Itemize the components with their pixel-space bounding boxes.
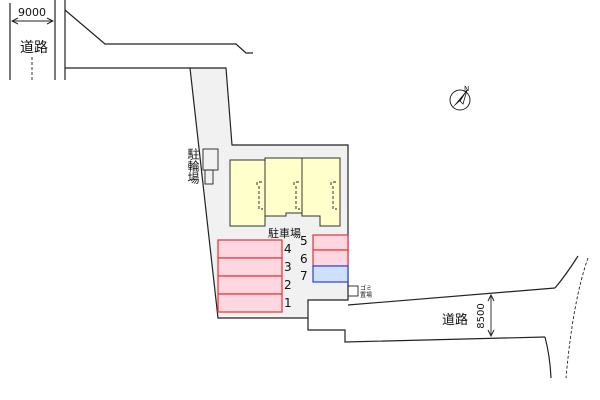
north-arrow-icon: N [449,85,471,111]
unit-stair-outline [256,181,263,210]
parking-space-3 [217,257,283,277]
parking-space-number: 1 [284,296,292,310]
parking-space-number: 5 [300,234,308,248]
bicycle-parking-label: 駐輪場 [186,148,200,184]
parking-space-1 [217,293,283,313]
right-road-label: 道路 [442,312,468,328]
garbage-area [347,285,359,297]
parking-area-label: 駐車場 [268,226,301,240]
right-road-upper-boundary [347,287,556,306]
top-road-label: 道路 [20,40,48,56]
parking-space-number: 4 [284,242,292,256]
parking-space-4 [217,239,283,259]
north-label: N [464,85,469,93]
apartment-building [229,157,341,227]
upper-road-boundary [64,9,253,54]
top-road-width-dimension: 9000 [18,6,46,19]
parking-space-7 [312,265,349,283]
parking-space-number: 7 [300,269,308,283]
garbage-area-label: ゴミ [360,284,372,292]
unit-stair-outline [330,181,337,210]
parking-space-6 [312,249,349,267]
parking-space-number: 6 [300,252,308,266]
parking-space-2 [217,275,283,295]
parking-space-number: 2 [284,278,292,292]
right-road-width-dimension: 8500 [476,303,487,328]
bicycle-parking-shed-annex [204,169,214,185]
unit-stair-outline [293,181,300,210]
cross-road-centerline [565,257,589,379]
right-road-corner-curve [554,255,579,289]
parking-space-5 [312,234,349,251]
right-road-corner-curve [544,336,552,379]
garbage-area-label: 置場 [360,291,372,299]
parking-space-number: 3 [284,260,292,274]
right-road-lower-boundary [307,318,546,343]
